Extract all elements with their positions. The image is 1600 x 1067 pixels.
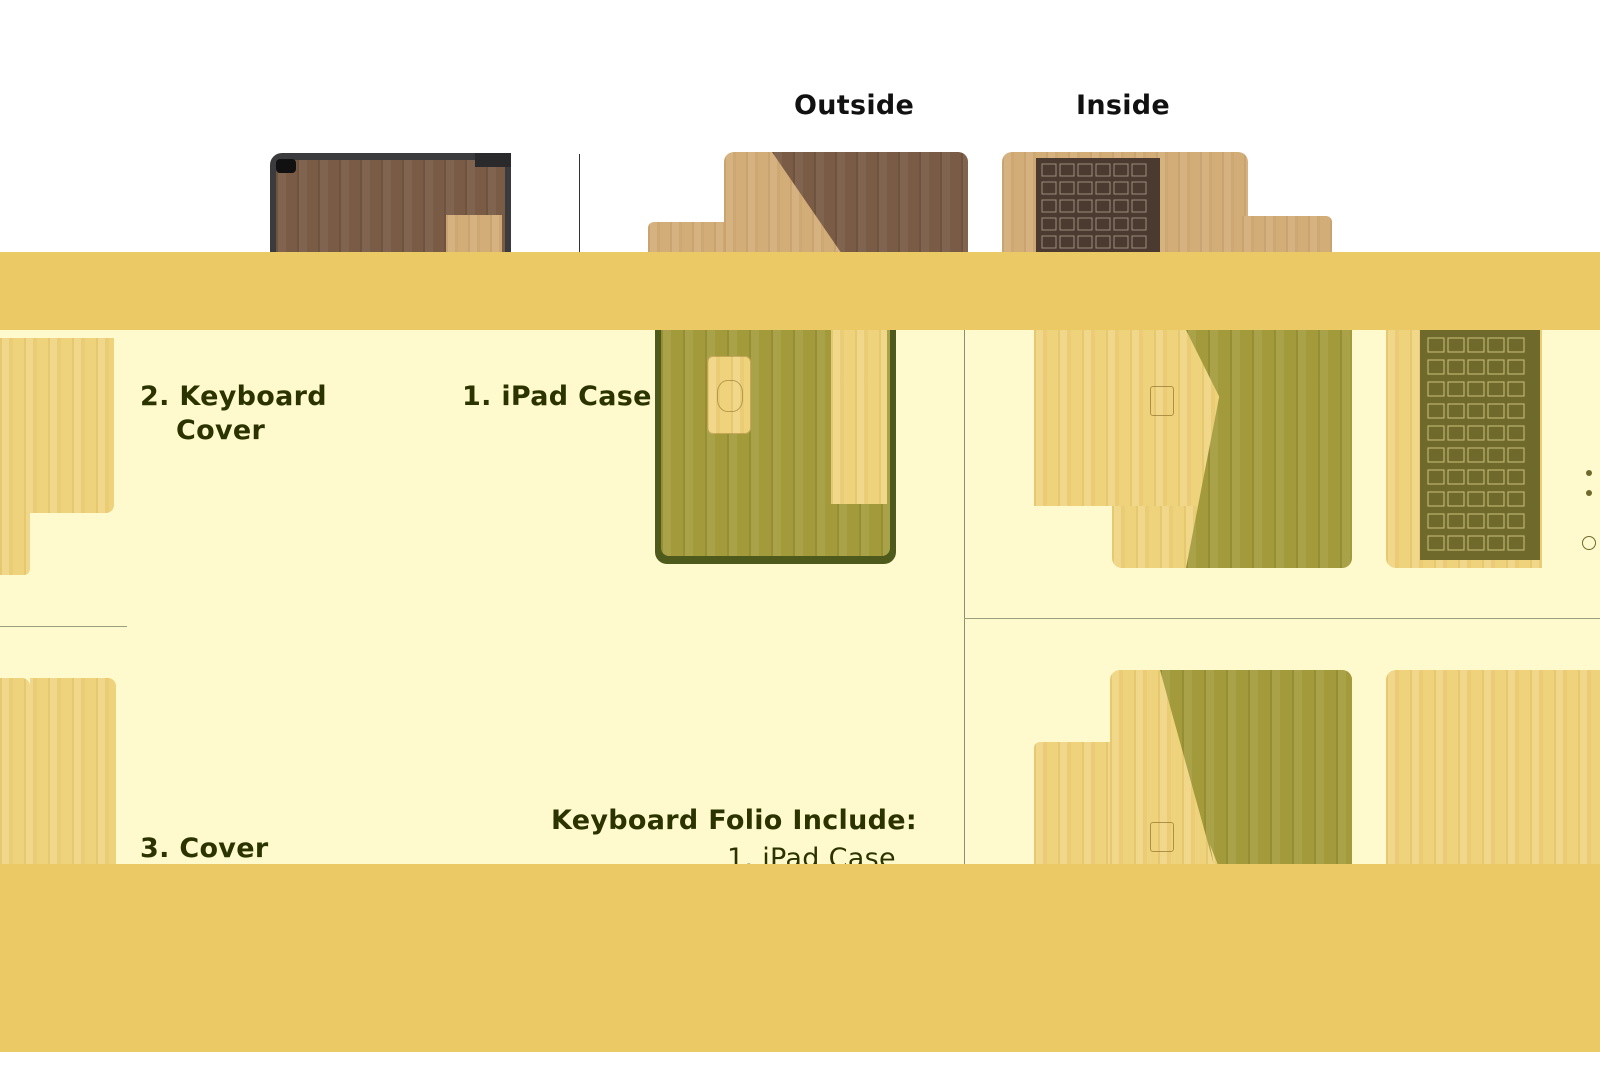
- ipad-case-image: [270, 153, 511, 252]
- keyboard-cover-inside-lower: [1386, 330, 1600, 568]
- folio-item: 1. iPad Case: [727, 843, 896, 864]
- ipad-case-back-image: [655, 330, 896, 564]
- middle-divider: [964, 330, 965, 864]
- top-divider: [579, 154, 580, 252]
- outside-header: Outside: [794, 90, 915, 121]
- logo-icon: [707, 356, 751, 434]
- keyboard-icon: [1420, 330, 1540, 560]
- right-divider: [964, 618, 1600, 619]
- keyboard-cover-label: 2. Keyboard Cover: [140, 381, 327, 446]
- logo-icon: [1150, 822, 1174, 852]
- folio-title: Keyboard Folio Include:: [551, 805, 917, 836]
- cover-outside-image: [1034, 670, 1352, 864]
- bottom-strip: [0, 1052, 1600, 1067]
- keyboard-cover-outside-image: [648, 152, 968, 252]
- cover-label: 3. Cover: [140, 833, 269, 864]
- cover-edge-image: [0, 338, 114, 513]
- inside-header: Inside: [1076, 90, 1171, 121]
- cover-inside-image: [1386, 670, 1600, 864]
- left-divider: [0, 626, 127, 627]
- logo-icon: [1150, 386, 1174, 416]
- keyboard-icon: [1036, 158, 1160, 252]
- yellow-band-top: [0, 252, 1600, 330]
- keyboard-cover-outside-lower: [1034, 330, 1352, 568]
- corner-clip-icon: [475, 153, 511, 167]
- cover-edge-image-lower: [0, 678, 116, 864]
- keyboard-cover-inside-image: [1002, 152, 1332, 252]
- power-icon: [1582, 536, 1596, 550]
- indicator-light-icon: [1586, 470, 1592, 476]
- camera-cutout-icon: [276, 159, 296, 173]
- ipad-case-label: 1. iPad Case: [462, 381, 652, 412]
- indicator-light-icon: [1586, 490, 1592, 496]
- yellow-band-bottom: [0, 864, 1600, 1052]
